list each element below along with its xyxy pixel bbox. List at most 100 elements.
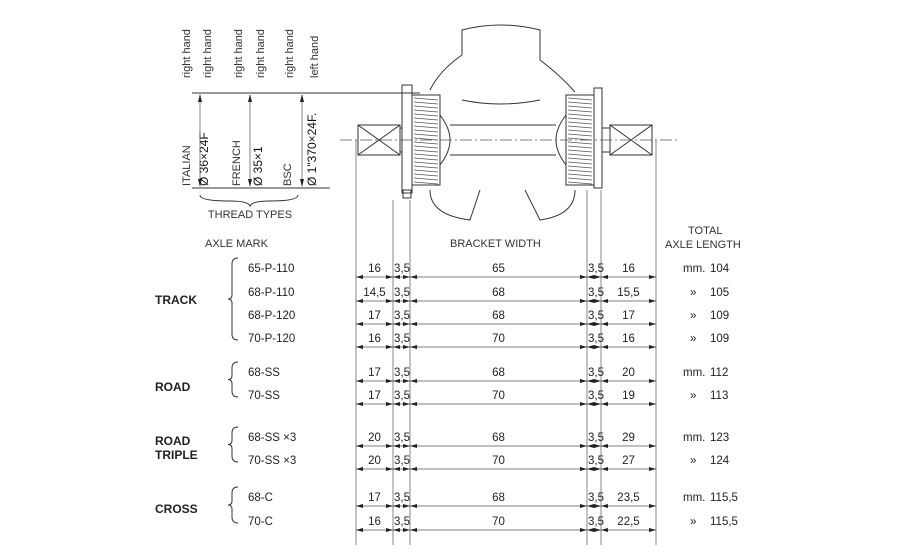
dimension-value: 3,5 xyxy=(394,455,410,467)
dimension-value: 22,5 xyxy=(617,516,639,528)
axle-mark: 65-P-110 xyxy=(248,263,294,275)
dimension-value: 70 xyxy=(492,333,505,345)
arrow-icon xyxy=(587,275,601,279)
total-header: TOTAL xyxy=(688,225,722,237)
arrow-icon xyxy=(393,275,410,279)
total-axle-length: 104 xyxy=(710,263,730,275)
total-prefix: mm. xyxy=(683,367,705,379)
dimension-value: 3,5 xyxy=(588,287,604,299)
extension-lines xyxy=(355,140,657,545)
dimension-value: 3,5 xyxy=(394,516,410,528)
total-prefix: » xyxy=(690,333,696,345)
dimension-value: 3,5 xyxy=(394,287,410,299)
dimension-value: 17 xyxy=(368,390,381,402)
axle-group: TRACK 65-P-110 16 3,5 65 3,5 16 mm. 104 68-P-110 1… xyxy=(155,257,730,349)
dimension-value: 3,5 xyxy=(588,263,604,275)
dimension-value: 3,5 xyxy=(394,492,410,504)
group-label: ROAD xyxy=(155,434,191,448)
arrow-icon xyxy=(393,504,410,508)
brace xyxy=(227,426,239,463)
axle-mark: 70-C xyxy=(248,516,273,528)
axle-mark: 70-P-120 xyxy=(248,333,295,345)
total-axle-length: 112 xyxy=(710,367,728,379)
dimension-value: 3,5 xyxy=(588,390,604,402)
arrow-icon xyxy=(393,528,410,532)
total-prefix: mm. xyxy=(683,492,705,504)
dimension-value: 3,5 xyxy=(588,367,604,379)
dimension-value: 16 xyxy=(622,263,635,275)
dimension-value: 20 xyxy=(368,455,381,467)
thread-type-spec: Ø 36×24F xyxy=(197,132,211,186)
dimension-value: 16 xyxy=(368,516,381,528)
total-prefix: » xyxy=(690,455,696,467)
dimension-value: 29 xyxy=(622,432,635,444)
dimension-value: 23,5 xyxy=(617,492,639,504)
thread-hatching xyxy=(413,97,593,185)
thread-hand-label: right hand xyxy=(284,29,296,78)
dimension-value: 70 xyxy=(492,455,505,467)
dimension-value: 3,5 xyxy=(588,455,604,467)
axle-length-header: AXLE LENGTH xyxy=(665,239,741,251)
total-prefix: » xyxy=(690,310,696,322)
total-axle-length: 115,5 xyxy=(710,492,738,504)
dimension-value: 3,5 xyxy=(588,310,604,322)
axle-mark: 70-SS xyxy=(248,390,280,402)
dimension-value: 3,5 xyxy=(588,516,604,528)
dimension-value: 16 xyxy=(622,333,635,345)
bracket-width-header: BRACKET WIDTH xyxy=(450,238,541,250)
dimension-value: 17 xyxy=(368,492,381,504)
axle-mark-header: AXLE MARK xyxy=(205,238,269,250)
dimension-value: 3,5 xyxy=(394,367,410,379)
thread-types-title: THREAD TYPES xyxy=(208,209,292,221)
axle-mark: 68-P-110 xyxy=(248,287,294,299)
dimension-value: 68 xyxy=(492,287,505,299)
group-label: TRIPLE xyxy=(155,448,198,462)
dimension-value: 68 xyxy=(492,367,505,379)
dimension-value: 15,5 xyxy=(617,287,639,299)
arrow-icon xyxy=(393,402,410,406)
total-axle-length: 113 xyxy=(710,390,728,402)
dimension-value: 65 xyxy=(492,263,505,275)
arrow-icon xyxy=(393,379,410,383)
dimension-value: 3,5 xyxy=(588,492,604,504)
brace xyxy=(227,361,239,398)
dimension-value: 17 xyxy=(622,310,635,322)
dimension-value: 3,5 xyxy=(588,432,604,444)
total-axle-length: 124 xyxy=(710,455,730,467)
arrow-icon xyxy=(587,402,601,406)
thread-hand-label: left hand xyxy=(309,36,321,78)
thread-hand-label: right hand xyxy=(255,29,267,78)
dimension-value: 3,5 xyxy=(394,432,410,444)
arrow-icon xyxy=(587,444,601,448)
group-label: TRACK xyxy=(155,293,197,307)
axle-mark: 68-C xyxy=(248,492,273,504)
brace xyxy=(227,257,239,341)
arrow-icon xyxy=(393,444,410,448)
group-label: ROAD xyxy=(155,380,191,394)
thread-type-name: ITALIAN xyxy=(181,145,193,186)
total-axle-length: 109 xyxy=(710,333,729,345)
total-prefix: mm. xyxy=(683,263,705,275)
dimension-value: 17 xyxy=(368,367,381,379)
arrow-icon xyxy=(587,299,601,303)
dimension-value: 17 xyxy=(368,310,381,322)
thread-type-spec: Ø 1"370×24F. xyxy=(305,113,319,186)
thread-type-name: BSC xyxy=(282,163,294,186)
bottom-bracket-drawing xyxy=(340,24,680,221)
brace xyxy=(227,486,239,524)
arrow-icon xyxy=(587,504,601,508)
thread-hand-label: right hand xyxy=(233,29,245,78)
thread-type-name: FRENCH xyxy=(231,140,243,186)
